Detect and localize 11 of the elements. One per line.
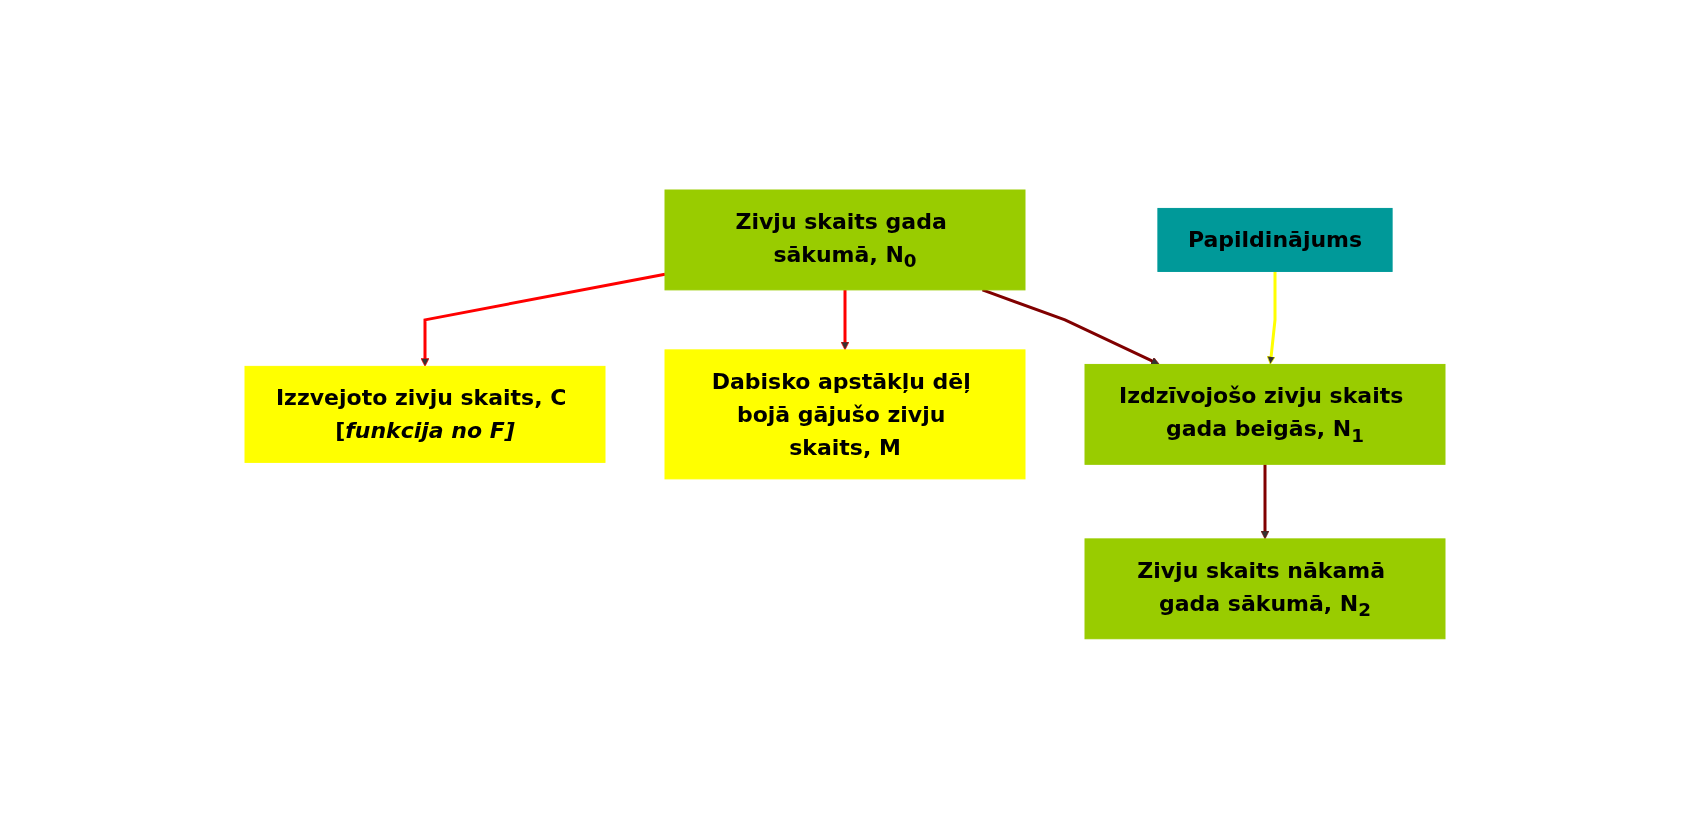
node-box: Papildinājums [1156,207,1393,272]
arrow [1266,271,1276,365]
arrow [1260,463,1269,539]
node-box: Zivju skaits gada sākumā, N$_{0}$ [664,189,1025,290]
node-box: Izdzīvojošo zivju skaits gada beigās, N$_{1}$ [1084,363,1445,465]
arrow [420,272,665,367]
node-box: Zivju skaits nākamā gada sākumā, N$_{2}$ [1084,538,1445,639]
node-box: Dabisko apstākļu dēļ bojā gājušo zivju skaits, M [664,349,1025,479]
arrow [981,288,1160,365]
arrow [840,289,849,350]
node-box: Izzvejoto zivju skaits, C [funkcija no F] [244,365,605,463]
